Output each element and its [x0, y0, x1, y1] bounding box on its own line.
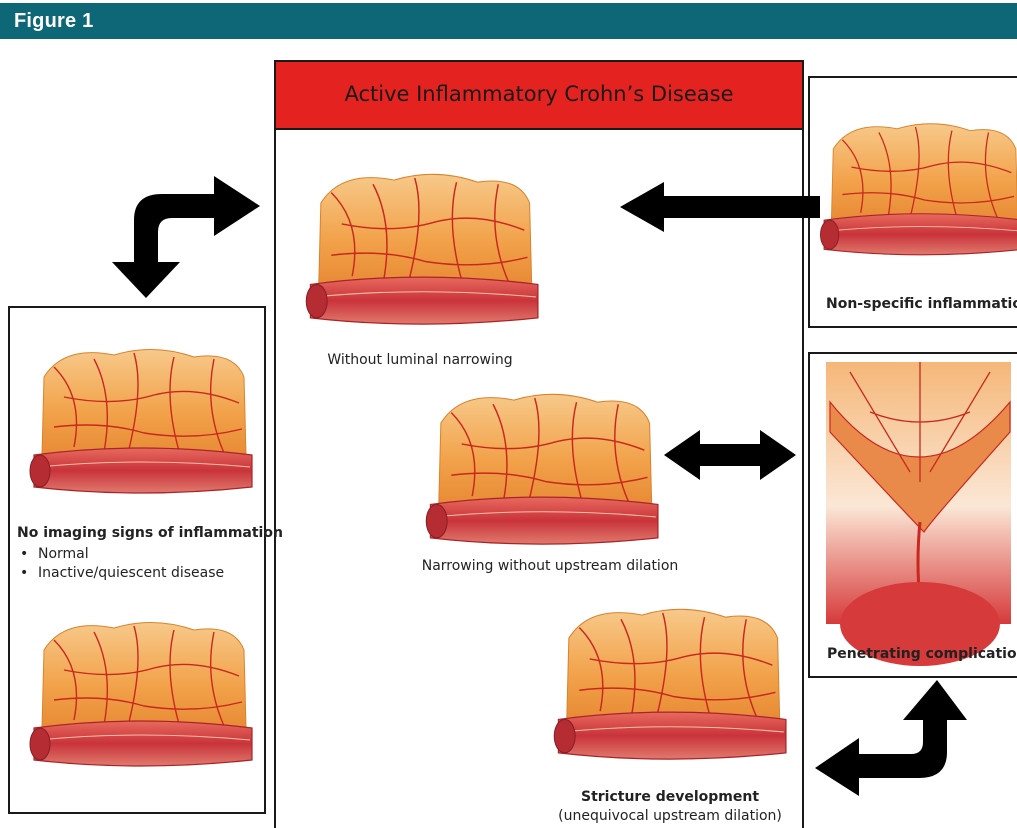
bowel-illustration-quiescent [24, 600, 254, 790]
curved-arrow-icon [110, 176, 262, 298]
caption-stricture-sub: (unequivocal upstream dilation) [540, 808, 800, 824]
bowel-illustration-narrowing [420, 375, 660, 565]
penetrating-illustration [820, 362, 1017, 632]
left-list-item: Normal [20, 545, 224, 564]
caption-penetrating: Penetrating complications [827, 646, 1017, 662]
curved-arrow-icon [815, 680, 967, 796]
figure-label: Figure 1 [14, 10, 93, 33]
double-arrow-icon [664, 430, 796, 480]
left-heading: No imaging signs of inflammation [17, 525, 283, 541]
arrow-left-icon [620, 182, 820, 232]
bowel-illustration-normal [24, 332, 254, 512]
figure-header: Figure 1 [0, 0, 1017, 44]
center-title-box: Active Inflammatory Crohn’s Disease [274, 60, 804, 130]
left-list-item: Inactive/quiescent disease [20, 564, 224, 583]
caption-nonspecific: Non-specific inflammation [826, 296, 1017, 312]
bowel-illustration-nonspecific [815, 95, 1017, 285]
figure-header-bar [0, 3, 1017, 39]
left-list: Normal Inactive/quiescent disease [20, 545, 224, 583]
bowel-illustration-stricture [548, 590, 788, 780]
bowel-illustration-without-narrowing [300, 150, 540, 350]
caption-stricture-title: Stricture development [540, 789, 800, 805]
caption-without-narrowing: Without luminal narrowing [300, 352, 540, 368]
caption-narrowing: Narrowing without upstream dilation [400, 558, 700, 574]
center-title: Active Inflammatory Crohn’s Disease [276, 82, 802, 106]
